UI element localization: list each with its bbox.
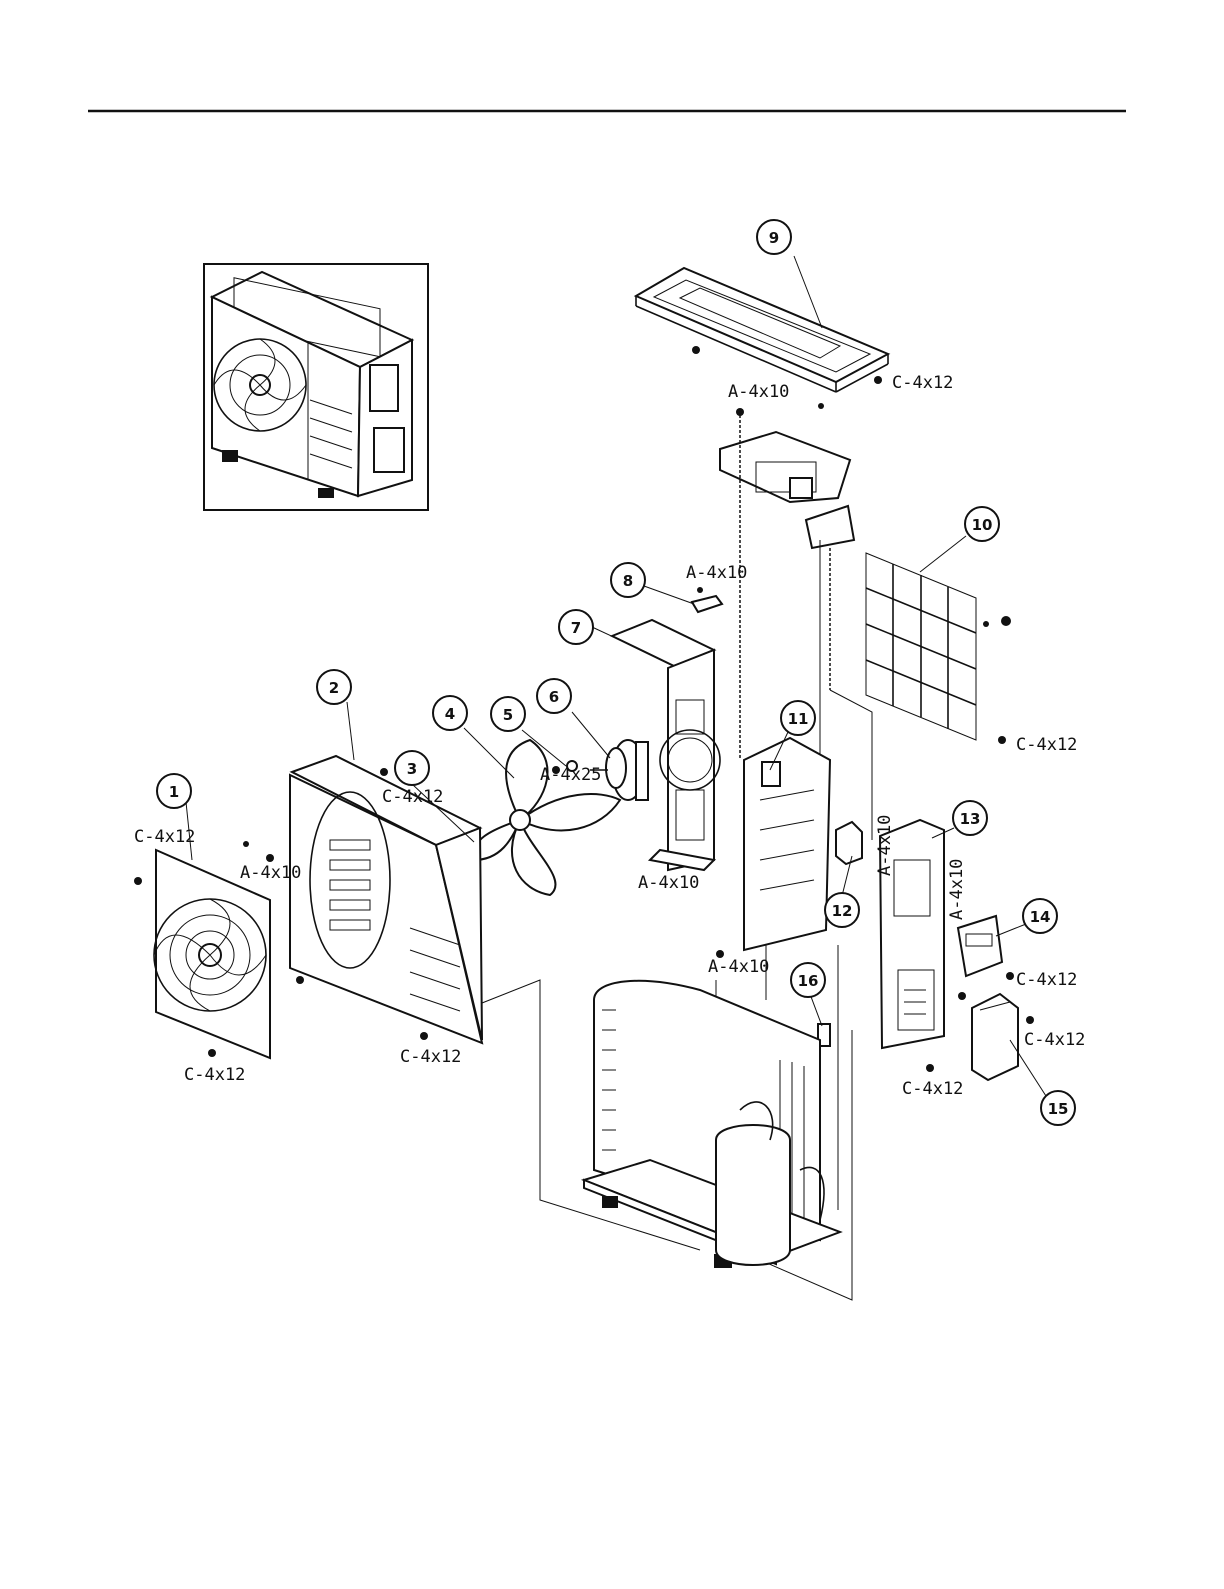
screw-label: C-4x12 bbox=[902, 1079, 963, 1099]
callout-8: 8 bbox=[611, 563, 645, 597]
screw-label: C-4x12 bbox=[134, 827, 195, 847]
screw-label: A-4x10 bbox=[947, 859, 967, 920]
part-12-reactor bbox=[836, 822, 862, 864]
callout-9: 9 bbox=[757, 220, 791, 254]
callout-12: 12 bbox=[825, 893, 859, 927]
screw-label: A-4x10 bbox=[708, 957, 769, 977]
svg-text:7: 7 bbox=[571, 619, 581, 637]
callout-1: 1 bbox=[157, 774, 191, 808]
callout-4: 4 bbox=[433, 696, 467, 730]
screw-label: A-4x10 bbox=[240, 863, 301, 883]
part-9-top-cover bbox=[636, 268, 888, 392]
screw-label: A-4x10 bbox=[875, 815, 895, 876]
assembled-unit-inset bbox=[204, 264, 428, 510]
callout-11: 11 bbox=[781, 701, 815, 735]
callout-5: 5 bbox=[491, 697, 525, 731]
callout-14: 14 bbox=[1023, 899, 1057, 933]
part-2-front-panel bbox=[243, 756, 482, 1043]
callout-7: 7 bbox=[559, 610, 593, 644]
callout-2: 2 bbox=[317, 670, 351, 704]
screw-label: C-4x12 bbox=[1016, 735, 1077, 755]
svg-text:9: 9 bbox=[769, 229, 779, 247]
svg-text:12: 12 bbox=[832, 902, 853, 920]
callout-10: 10 bbox=[965, 507, 999, 541]
base-condenser-compressor-assembly bbox=[584, 981, 840, 1268]
svg-text:2: 2 bbox=[329, 679, 339, 697]
screw-label: A-4x25 bbox=[540, 765, 601, 785]
screw-label: C-4x12 bbox=[892, 373, 953, 393]
screw-label: C-4x12 bbox=[382, 787, 443, 807]
callout-15: 15 bbox=[1041, 1091, 1075, 1125]
svg-text:6: 6 bbox=[549, 688, 559, 706]
part-8-clamp bbox=[692, 587, 722, 612]
screw-label: A-4x10 bbox=[686, 563, 747, 583]
svg-text:11: 11 bbox=[788, 710, 809, 728]
part-4-fan-blade bbox=[471, 740, 620, 895]
svg-text:13: 13 bbox=[960, 810, 981, 828]
screw-label: C-4x12 bbox=[184, 1065, 245, 1085]
part-10-rear-grille bbox=[866, 553, 1011, 744]
svg-text:1: 1 bbox=[169, 783, 179, 801]
svg-text:4: 4 bbox=[445, 705, 455, 723]
callout-16: 16 bbox=[791, 963, 825, 997]
part-14-valve-cover bbox=[958, 916, 1014, 980]
svg-text:5: 5 bbox=[503, 706, 513, 724]
callout-6: 6 bbox=[537, 679, 571, 713]
svg-text:14: 14 bbox=[1030, 908, 1051, 926]
svg-text:15: 15 bbox=[1048, 1100, 1069, 1118]
screw-label: C-4x12 bbox=[1024, 1030, 1085, 1050]
screw-label: C-4x12 bbox=[1016, 970, 1077, 990]
screw-label: A-4x10 bbox=[728, 382, 789, 402]
svg-text:8: 8 bbox=[623, 572, 633, 590]
svg-text:3: 3 bbox=[407, 760, 417, 778]
screw-label: C-4x12 bbox=[400, 1047, 461, 1067]
screw-label: A-4x10 bbox=[638, 873, 699, 893]
svg-text:10: 10 bbox=[972, 516, 993, 534]
part-11-partition-plate bbox=[716, 738, 830, 958]
callout-3: 3 bbox=[395, 751, 429, 785]
callout-13: 13 bbox=[953, 801, 987, 835]
svg-text:16: 16 bbox=[798, 972, 819, 990]
